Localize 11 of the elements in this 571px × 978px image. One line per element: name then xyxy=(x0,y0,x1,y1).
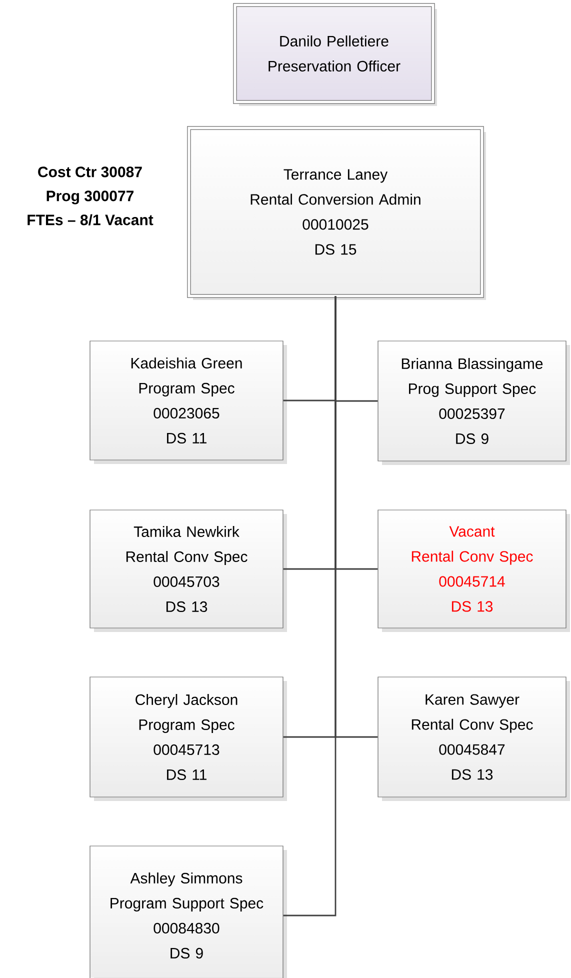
staff-box: Karen Sawyer Rental Conv Spec 00045847 DS 13 xyxy=(378,676,570,801)
staff-box: Ashley Simmons Program Support Spec 00084830 DS 9 xyxy=(90,846,287,978)
staff-box: Cheryl Jackson Program Spec 00045713 DS 11 xyxy=(90,676,287,801)
title-box: Danilo Pelletiere Preservation Officer xyxy=(233,3,437,106)
staff-box: Brianna Blassingame Prog Support Spec 00025397 DS 9 xyxy=(378,340,570,465)
cost-note: Cost Ctr 30087 Prog 300077 FTEs – 8/1 Vacant xyxy=(28,166,154,226)
staff-box: Kadeishia Green Program Spec 00023065 DS 11 xyxy=(90,340,287,464)
connector-line xyxy=(283,296,336,916)
staff-box: Tamika Newkirk Rental Conv Spec 00045703 DS 13 xyxy=(90,510,287,632)
staff-box: Vacant Rental Conv Spec 00045714 DS 13 xyxy=(378,510,570,632)
manager-box: Terrance Laney Rental Conversion Admin 00010025 DS 15 xyxy=(187,126,486,300)
